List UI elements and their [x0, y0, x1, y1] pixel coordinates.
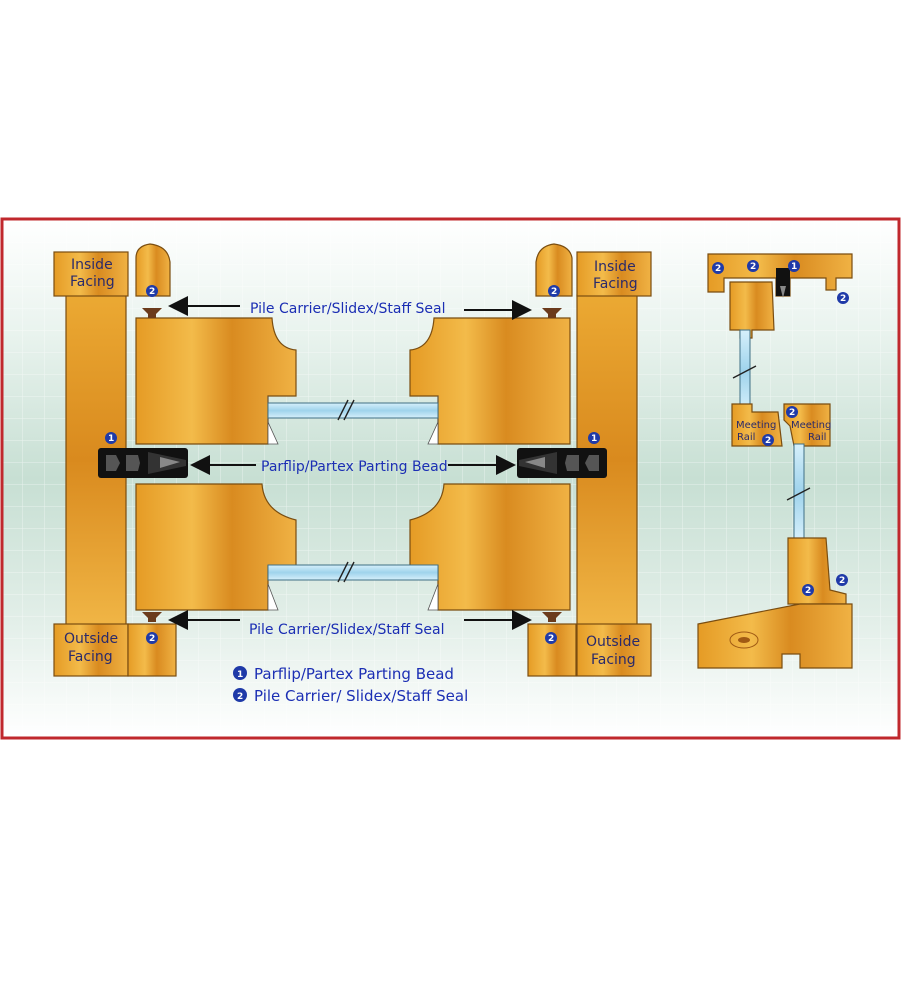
- meeting-rail-left-label-2: Rail: [737, 432, 755, 443]
- break-mark-icon: [337, 399, 355, 583]
- glass-pane-top: [267, 402, 439, 419]
- glass-pane-bottom: [267, 564, 439, 581]
- svg-text:1: 1: [108, 434, 114, 444]
- svg-text:2: 2: [149, 634, 155, 644]
- right-inside-facing-label-2: Facing: [593, 276, 638, 292]
- svg-text:2: 2: [548, 634, 554, 644]
- svg-text:2: 2: [715, 264, 721, 274]
- side-section: [697, 253, 853, 669]
- arrow-left-icon: [168, 296, 256, 630]
- svg-text:1: 1: [591, 434, 597, 444]
- meeting-rail-right-label-1: Meeting: [791, 420, 831, 431]
- svg-text:2: 2: [839, 576, 845, 586]
- left-jamb: [53, 243, 188, 677]
- legend-item-2: Pile Carrier/ Slidex/Staff Seal: [254, 687, 468, 705]
- svg-text:2: 2: [237, 692, 243, 702]
- sash-bottom-left: [135, 483, 297, 611]
- panel-frame: [0, 217, 901, 740]
- right-outside-facing-label-2: Facing: [591, 652, 636, 668]
- left-inside-facing-label-2: Facing: [70, 274, 115, 290]
- svg-text:2: 2: [840, 294, 846, 304]
- side-badges: 2 2 1 2 2 2 2 2: [712, 260, 849, 596]
- legend: 1 Parflip/Partex Parting Bead 2 Pile Car…: [233, 665, 468, 705]
- meeting-rail-left-label-1: Meeting: [736, 420, 776, 431]
- right-outside-facing-label-1: Outside: [586, 634, 640, 650]
- left-outside-facing-label-1: Outside: [64, 631, 118, 647]
- badge-2-icon: 2 2 2 2: [146, 285, 560, 644]
- sash-bottom-right: [409, 483, 571, 611]
- left-inside-facing-label-1: Inside: [71, 257, 113, 273]
- svg-text:2: 2: [750, 262, 756, 272]
- parting-bead-label: Parflip/Partex Parting Bead: [261, 459, 448, 475]
- svg-text:2: 2: [789, 408, 795, 418]
- svg-text:1: 1: [791, 262, 797, 272]
- legend-item-1: Parflip/Partex Parting Bead: [254, 665, 454, 683]
- pile-seal-markers: [142, 308, 562, 622]
- svg-text:2: 2: [149, 287, 155, 297]
- arrow-right-icon: [448, 300, 532, 630]
- svg-text:2: 2: [551, 287, 557, 297]
- right-jamb: [517, 243, 652, 677]
- pile-carrier-label-top: Pile Carrier/Slidex/Staff Seal: [250, 301, 446, 317]
- svg-text:2: 2: [805, 586, 811, 596]
- meeting-rail-right-label-2: Rail: [808, 432, 826, 443]
- pile-carrier-label-bottom: Pile Carrier/Slidex/Staff Seal: [249, 622, 445, 638]
- badge-1-icon: 1 1: [105, 432, 600, 444]
- left-outside-facing-label-2: Facing: [68, 649, 113, 665]
- right-inside-facing-label-1: Inside: [594, 259, 636, 275]
- svg-text:2: 2: [765, 436, 771, 446]
- svg-text:1: 1: [237, 670, 243, 680]
